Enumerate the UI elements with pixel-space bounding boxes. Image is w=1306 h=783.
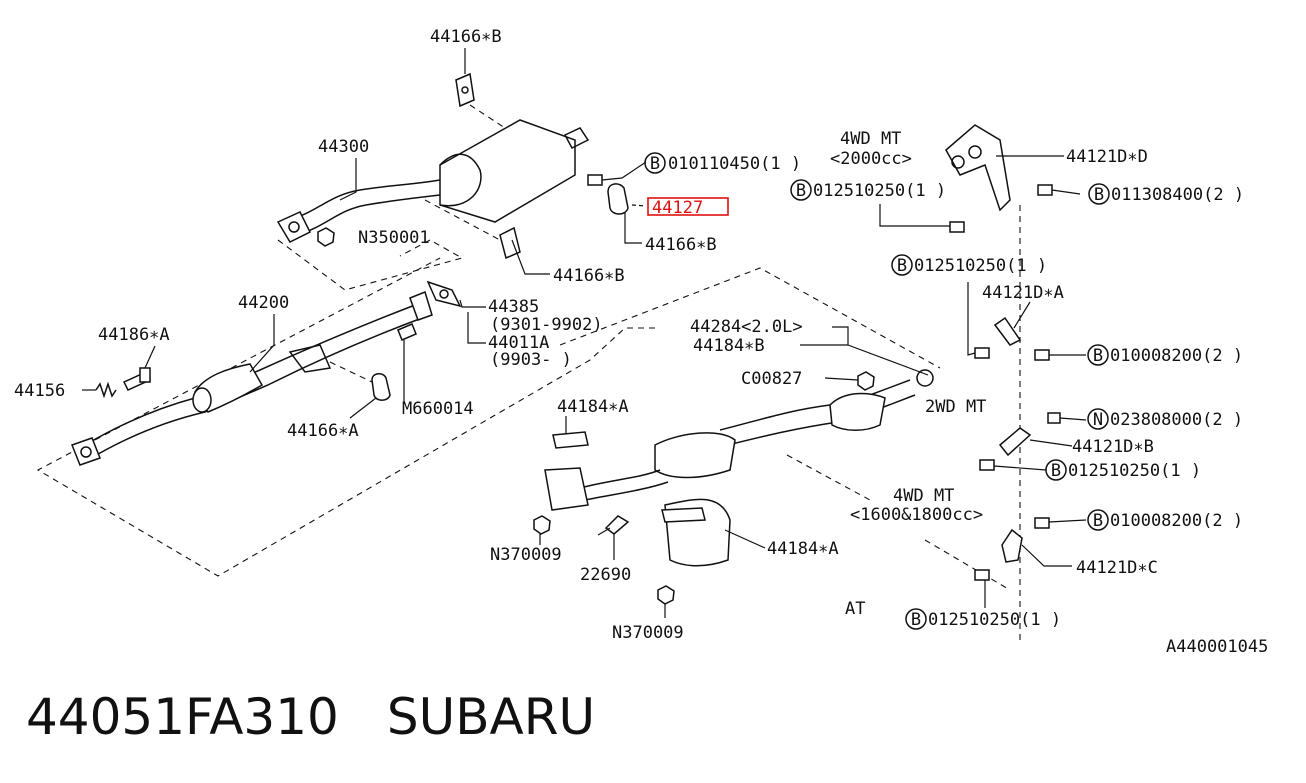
front-exhaust-pipe <box>544 369 934 567</box>
rubber-mount-top <box>455 72 506 129</box>
label-4wd-mt-mid: 4WD MT <box>893 486 954 506</box>
label-b010110450[interactable]: 010110450(1 ) <box>668 154 801 174</box>
label-44166b-mid[interactable]: 44166∗B <box>645 235 717 255</box>
rubber-mount-mid <box>607 183 629 215</box>
bracket-44121db <box>998 427 1032 457</box>
rear-muffler <box>276 119 590 243</box>
label-n370009-b[interactable]: N370009 <box>612 623 684 643</box>
nut-symbol: N <box>1093 410 1103 430</box>
label-44184b[interactable]: 44184∗B <box>693 336 765 356</box>
label-44121dc[interactable]: 44121D∗C <box>1076 558 1158 578</box>
bolt-symbol: B <box>911 610 921 630</box>
part-labels: 44166∗B 44300 010110450(1 ) 44166∗B N350… <box>14 27 1268 657</box>
bracket-44121da <box>993 316 1022 346</box>
bolt-44186a <box>122 367 152 391</box>
label-c00827[interactable]: C00827 <box>741 369 802 389</box>
label-44121db[interactable]: 44121D∗B <box>1072 437 1154 457</box>
part-footer: 44051FA310 SUBARU <box>26 682 595 752</box>
bolt-symbols: B B B B B N B B B <box>644 152 1110 630</box>
label-n350001[interactable]: N350001 <box>358 228 430 248</box>
diagram-reference-code: A440001045 <box>1166 637 1268 657</box>
nut-n350001 <box>317 227 335 247</box>
leader-lines <box>82 48 1087 618</box>
highlight-box <box>647 197 729 216</box>
bolt-symbol: B <box>1093 346 1103 366</box>
label-22690[interactable]: 22690 <box>580 565 631 585</box>
bracket-44121dc <box>1001 528 1023 563</box>
bolt-symbol: B <box>897 256 907 276</box>
label-b012510250-d[interactable]: 012510250(1 ) <box>928 610 1061 630</box>
bolt-symbol: B <box>1094 185 1104 205</box>
label-9903: (9903- ) <box>490 350 572 370</box>
nuts-n370009 <box>533 515 675 605</box>
rubber-mount-a <box>329 361 391 401</box>
label-44284[interactable]: 44284<2.0L> <box>690 317 803 337</box>
label-n370009-a[interactable]: N370009 <box>490 545 562 565</box>
label-b012510250-a[interactable]: 012510250(1 ) <box>813 181 946 201</box>
label-44166a[interactable]: 44166∗A <box>287 421 359 441</box>
center-pipe <box>71 291 433 466</box>
label-m660014[interactable]: M660014 <box>402 399 474 419</box>
label-b010008200-b[interactable]: 010008200(2 ) <box>1110 511 1243 531</box>
label-2wd-mt: 2WD MT <box>925 397 986 417</box>
label-44184a-top[interactable]: 44184∗A <box>557 397 629 417</box>
label-9301-9902: (9301-9902) <box>490 315 603 335</box>
label-44156[interactable]: 44156 <box>14 381 65 401</box>
label-4wd-mt-top: 4WD MT <box>840 129 901 149</box>
label-44385[interactable]: 44385 <box>488 297 539 317</box>
label-44184a-low[interactable]: 44184∗A <box>767 539 839 559</box>
label-2000cc: <2000cc> <box>830 149 912 169</box>
label-b011308400[interactable]: 011308400(2 ) <box>1111 185 1244 205</box>
label-44011a[interactable]: 44011A <box>488 333 549 353</box>
label-44166b-low[interactable]: 44166∗B <box>553 266 625 286</box>
gasket-44385 <box>426 280 462 308</box>
exhaust-parts-diagram: B B B B B N B B B 44127 44166∗B 44300 01… <box>14 27 1268 657</box>
spring-44156 <box>95 381 117 399</box>
bolt-m660014 <box>397 323 417 341</box>
label-n023808000[interactable]: 023808000(2 ) <box>1110 410 1243 430</box>
label-44121dd[interactable]: 44121D∗D <box>1066 147 1148 167</box>
label-b012510250-c[interactable]: 012510250(1 ) <box>1068 461 1201 481</box>
bolt-symbol: B <box>1051 461 1061 481</box>
label-44186a[interactable]: 44186∗A <box>98 325 170 345</box>
label-at: AT <box>845 599 865 619</box>
part-number: 44051FA310 <box>26 688 339 746</box>
label-44127-highlighted[interactable]: 44127 <box>652 198 703 218</box>
label-1600-1800cc: <1600&1800cc> <box>850 505 983 525</box>
label-44121da[interactable]: 44121D∗A <box>982 283 1064 303</box>
label-44200[interactable]: 44200 <box>238 293 289 313</box>
label-44300[interactable]: 44300 <box>318 137 369 157</box>
label-b010008200-a[interactable]: 010008200(2 ) <box>1110 346 1243 366</box>
brand-name: SUBARU <box>386 688 596 746</box>
oxygen-sensor <box>597 515 630 536</box>
bracket-44121dd <box>945 124 1011 212</box>
bolt-symbol: B <box>1093 511 1103 531</box>
bolt-symbol: B <box>796 181 806 201</box>
label-44166b-top[interactable]: 44166∗B <box>430 27 502 47</box>
rubber-mount-low <box>424 199 521 260</box>
label-b012510250-b[interactable]: 012510250(1 ) <box>914 256 1047 276</box>
bolt-symbol: B <box>650 154 660 174</box>
